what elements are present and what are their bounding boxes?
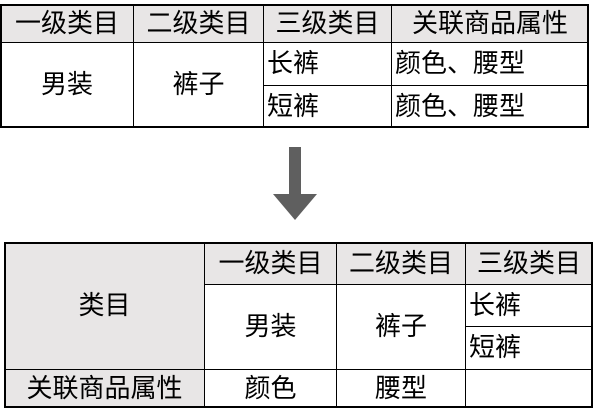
header-level3: 三级类目 (465, 242, 593, 285)
cell-level3-short: 短裤 (465, 326, 593, 370)
cell-attr-waist: 腰型 (336, 369, 466, 408)
cell-attrs-short: 颜色、腰型 (391, 85, 589, 128)
attributes-row-label: 关联商品属性 (4, 369, 205, 408)
header-level1: 一级类目 (0, 4, 134, 43)
cell-level2: 裤子 (133, 42, 264, 128)
header-attributes: 关联商品属性 (391, 4, 589, 43)
cell-level1: 男装 (204, 284, 337, 370)
header-level1: 一级类目 (204, 242, 337, 285)
cell-level2: 裤子 (336, 284, 466, 370)
header-level2: 二级类目 (133, 4, 264, 43)
cell-attr-color: 颜色 (204, 369, 337, 408)
cell-attr-empty (465, 369, 593, 408)
cell-level1: 男装 (0, 42, 134, 128)
cell-level3-long: 长裤 (263, 42, 392, 86)
header-level3: 三级类目 (263, 4, 392, 43)
cell-attrs-long: 颜色、腰型 (391, 42, 589, 86)
header-level2: 二级类目 (336, 242, 466, 285)
cell-level3-long: 长裤 (465, 284, 593, 327)
cell-level3-short: 短裤 (263, 85, 392, 128)
corner-category-label: 类目 (4, 242, 205, 370)
